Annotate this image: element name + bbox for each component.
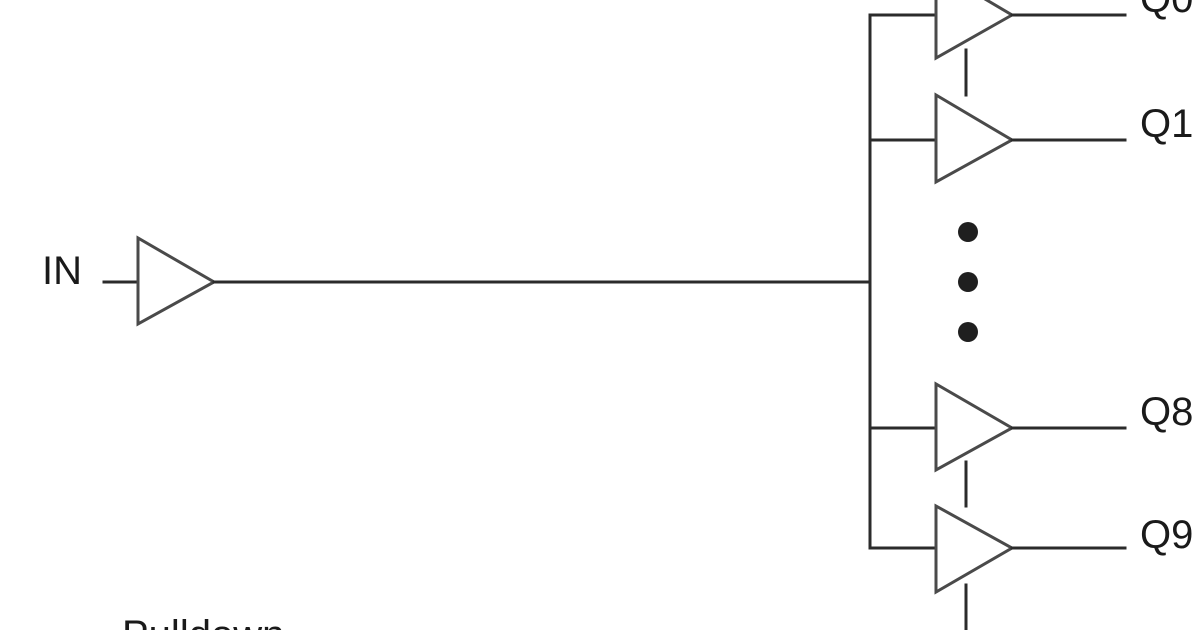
ellipsis-dots — [958, 222, 978, 342]
output-buffer-q9 — [934, 503, 1016, 595]
output-label-q8: Q8 — [1140, 390, 1193, 434]
output-buffer-q0 — [934, 0, 1015, 61]
output-label-q1: Q1 — [1140, 102, 1193, 146]
output-buffer-q1 — [934, 92, 1016, 185]
ellipsis-dot-3 — [958, 322, 978, 342]
output-label-q0: Q0 — [1140, 0, 1193, 21]
ellipsis-dot-2 — [958, 272, 978, 292]
input-buffer — [136, 235, 218, 327]
output-label-q9: Q9 — [1140, 513, 1193, 557]
ellipsis-dot-1 — [958, 222, 978, 242]
pulldown-label: Pulldown — [122, 613, 284, 630]
input-label: IN — [42, 249, 82, 293]
output-buffer-q8 — [934, 381, 1016, 473]
